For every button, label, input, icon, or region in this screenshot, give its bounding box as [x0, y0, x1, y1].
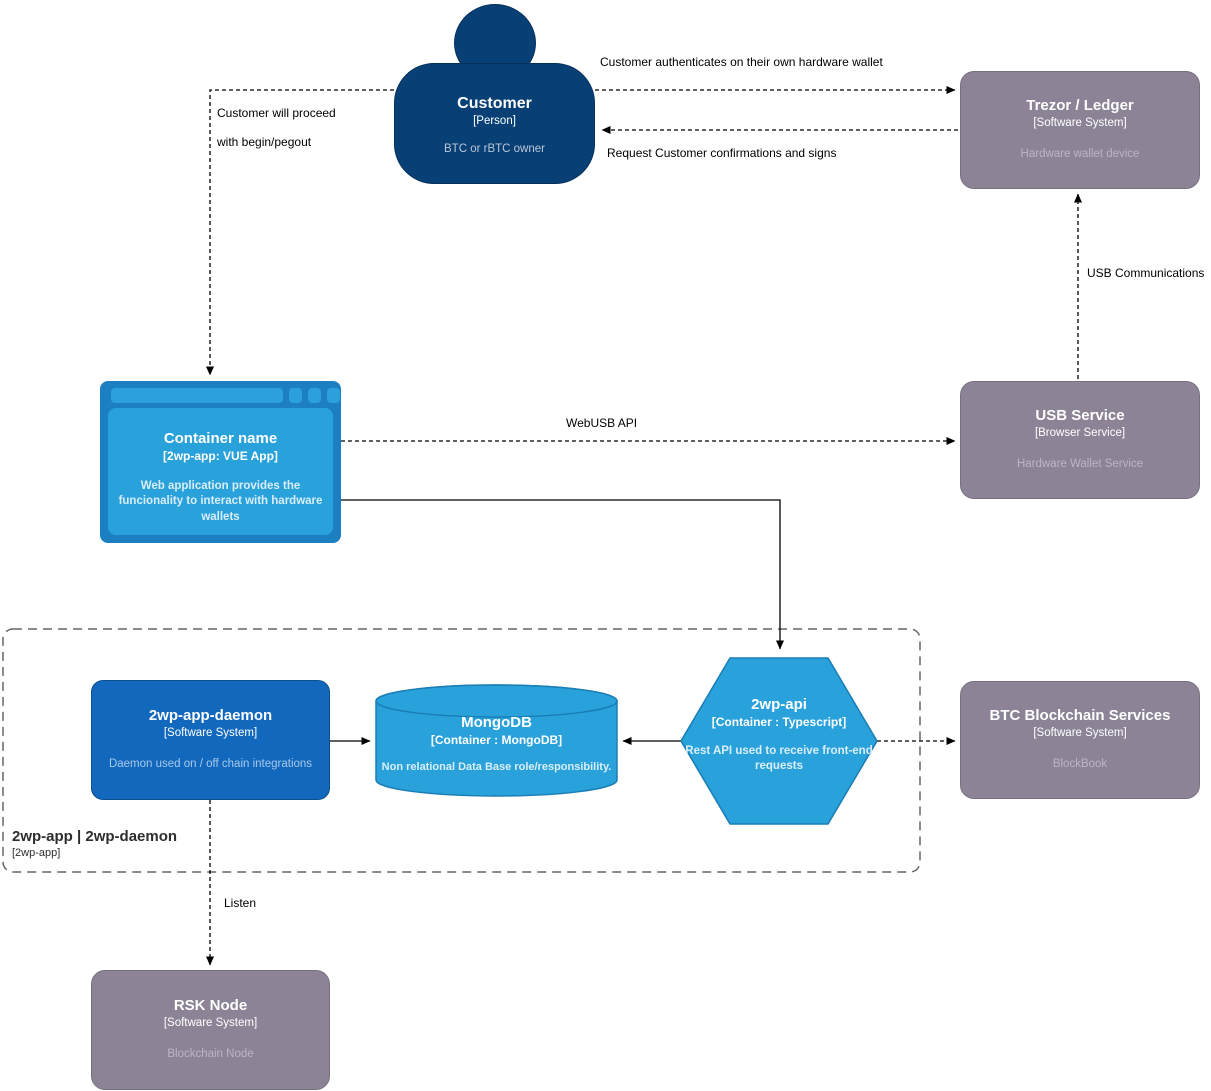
edge-webapp-api [341, 499, 784, 650]
node-btc-blockchain-services: BTC Blockchain Services [Software System… [960, 681, 1200, 799]
boundary-title: 2wp-app | 2wp-daemon [12, 828, 178, 845]
node-title: Customer [457, 95, 532, 112]
edge-label-listen: Listen [224, 896, 257, 910]
boundary-subtitle: [2wp-app] [12, 847, 61, 859]
node-description: Non relational Data Base role/responsibi… [381, 760, 612, 773]
node-rsk-node: RSK Node [Software System] Blockchain No… [91, 970, 330, 1090]
node-title: 2wp-app-daemon [148, 707, 273, 725]
node-subtitle: [Software System] [163, 1017, 258, 1030]
browser-window-button-icon [289, 388, 302, 403]
node-subtitle: [Container : Typescript] [711, 715, 847, 729]
browser-window-button-icon [327, 388, 340, 403]
node-subtitle: [Browser Service] [1034, 427, 1126, 440]
node-title: MongoDB [461, 714, 532, 731]
edge-label-authenticates: Customer authenticates on their own hard… [600, 55, 883, 69]
node-webapp-container: Container name [2wp-app: VUE App] Web ap… [100, 381, 341, 543]
edge-customer-webapp [206, 89, 394, 376]
node-description: Web application provides the funcionalit… [118, 479, 323, 523]
node-description: BTC or rBTC owner [444, 143, 545, 156]
edge-label-proceed-line2: with begin/pegout [217, 135, 312, 149]
node-description: Hardware wallet device [1020, 148, 1140, 161]
node-2wp-api: 2wp-api [Container : Typescript] Rest AP… [680, 656, 878, 826]
node-2wp-app-daemon: 2wp-app-daemon [Software System] Daemon … [91, 680, 330, 800]
node-subtitle: [2wp-app: VUE App] [163, 449, 278, 463]
edge-label-proceed-line1: Customer will proceed [217, 106, 336, 120]
node-description: Rest API used to receive front-end reque… [685, 744, 873, 773]
node-title: 2wp-api [751, 696, 807, 713]
edge-label-webusb-api: WebUSB API [566, 416, 638, 430]
node-description: Daemon used on / off chain integrations [108, 758, 313, 771]
edge-label-usb-communications: USB Communications [1087, 266, 1205, 280]
node-title: USB Service [1035, 407, 1125, 425]
node-title: BTC Blockchain Services [989, 707, 1171, 725]
browser-content: Container name [2wp-app: VUE App] Web ap… [108, 408, 333, 535]
boundary-label: 2wp-app | 2wp-daemon [2wp-app] [12, 828, 177, 859]
edge-label-request-confirmations: Request Customer confirmations and signs [607, 146, 837, 160]
browser-window-button-icon [308, 388, 321, 403]
node-mongodb: MongoDB [Container : MongoDB] Non relati… [375, 684, 618, 797]
node-text: MongoDB [Container : MongoDB] Non relati… [375, 714, 618, 775]
node-customer: Customer [Person] BTC or rBTC owner [394, 63, 595, 184]
browser-addressbar-icon [111, 388, 283, 403]
node-title: RSK Node [173, 997, 248, 1015]
node-title: Trezor / Ledger [1026, 97, 1134, 115]
node-description: Hardware Wallet Service [1016, 458, 1144, 471]
node-subtitle: [Person] [473, 115, 516, 128]
node-usb-service: USB Service [Browser Service] Hardware W… [960, 381, 1200, 499]
node-description: Blockchain Node [167, 1048, 254, 1061]
node-trezor-ledger: Trezor / Ledger [Software System] Hardwa… [960, 71, 1200, 189]
node-title: Container name [163, 430, 278, 447]
node-subtitle: [Software System] [1033, 727, 1127, 740]
node-description: BlockBook [1052, 758, 1108, 771]
node-subtitle: [Container : MongoDB] [430, 733, 563, 747]
node-subtitle: [Software System] [1033, 117, 1127, 130]
database-cylinder-icon [375, 684, 618, 797]
node-text: 2wp-api [Container : Typescript] Rest AP… [681, 696, 877, 775]
node-subtitle: [Software System] [163, 727, 258, 740]
